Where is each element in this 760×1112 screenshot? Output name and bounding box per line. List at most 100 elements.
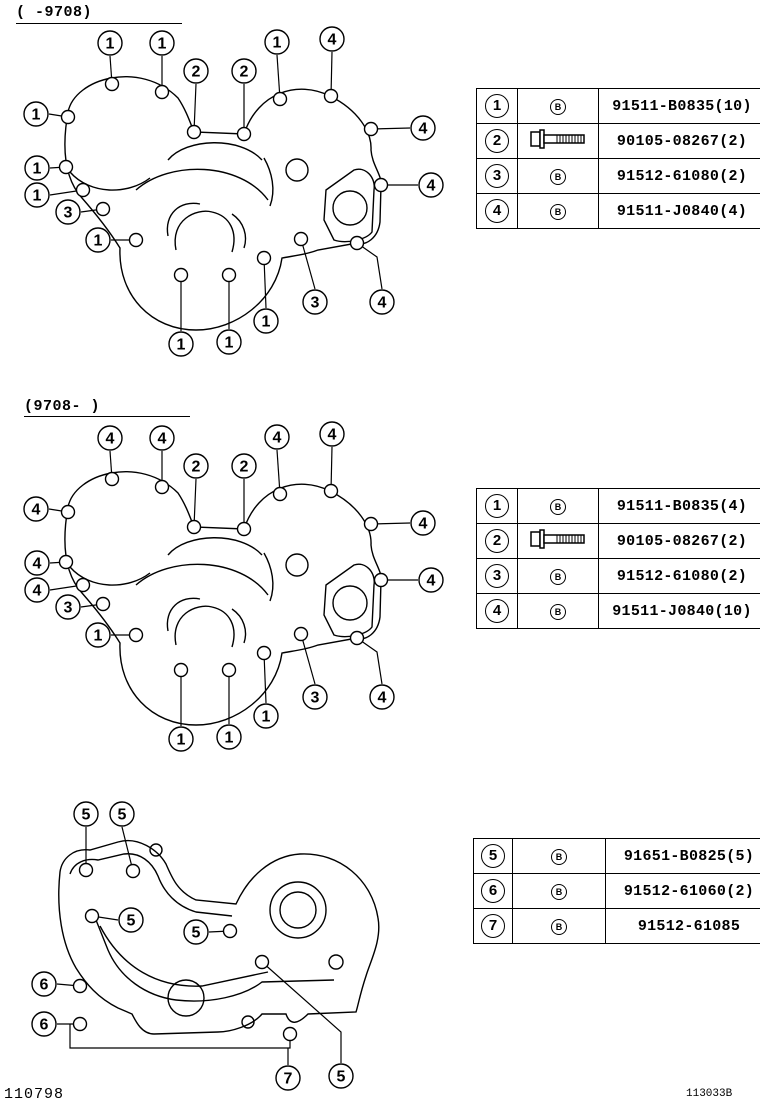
callout-number: 4 <box>149 425 175 451</box>
callout-number: 1 <box>253 308 279 334</box>
index-circle: 3 <box>485 164 509 188</box>
bolt-hole <box>282 1026 298 1042</box>
svg-text:1: 1 <box>225 335 234 352</box>
bolt-hole <box>349 630 365 646</box>
crank-opening-outer <box>166 202 201 237</box>
callout-number: 1 <box>149 30 175 56</box>
svg-text:1: 1 <box>273 35 282 52</box>
leader-line <box>330 51 333 97</box>
callout-number: 1 <box>216 724 242 750</box>
svg-text:3: 3 <box>311 690 320 707</box>
bolt-symbol-b: B <box>551 884 567 900</box>
index-circle: 4 <box>485 199 509 223</box>
crank-opening <box>174 605 235 648</box>
cover-inner-arc <box>69 171 151 191</box>
callout-number: 2 <box>183 58 209 84</box>
bolt-hole <box>363 121 379 137</box>
svg-text:5: 5 <box>337 1069 346 1086</box>
svg-text:1: 1 <box>94 628 103 645</box>
bolt-symbol-b: B <box>551 919 567 935</box>
svg-text:1: 1 <box>94 233 103 250</box>
bolt-hole <box>221 267 237 283</box>
camshaft-opening <box>269 881 327 939</box>
callout-number: 4 <box>24 550 50 576</box>
cover-rib-2 <box>263 157 274 207</box>
leader-line <box>330 446 333 492</box>
leader-line <box>263 652 267 704</box>
callout-number: 5 <box>118 907 144 933</box>
part-number: 91651-B0825(5) <box>605 838 760 874</box>
bolt-symbol-b: B <box>550 569 566 585</box>
oil-pump-bore <box>332 190 368 226</box>
leader-line <box>276 449 281 495</box>
bolt-hole <box>236 521 252 537</box>
svg-text:1: 1 <box>262 709 271 726</box>
cover-outline <box>64 76 382 331</box>
index-circle: 1 <box>485 494 509 518</box>
bolt-hole <box>272 91 288 107</box>
callout-number: 4 <box>97 425 123 451</box>
bolt-hole <box>173 267 189 283</box>
crank-opening-outer <box>166 597 201 632</box>
index-circle: 5 <box>481 844 505 868</box>
crank-opening <box>167 979 205 1017</box>
svg-text:1: 1 <box>158 36 167 53</box>
leader-line <box>300 238 316 290</box>
row-symbol-cell <box>517 123 599 159</box>
bolt-hole <box>173 662 189 678</box>
callout-number: 4 <box>369 684 395 710</box>
callout-number: 3 <box>302 684 328 710</box>
bolt-hole <box>373 572 389 588</box>
svg-text:1: 1 <box>106 36 115 53</box>
bolt-hole <box>60 504 76 520</box>
bolt-symbol-b: B <box>550 204 566 220</box>
part-number: 91511-J0840(10) <box>598 593 760 629</box>
callout-number: 1 <box>24 155 50 181</box>
bolt-hole <box>104 76 120 92</box>
bolt-symbol-b: B <box>550 99 566 115</box>
row-index-cell: 3 <box>476 558 518 594</box>
svg-text:4: 4 <box>328 32 337 49</box>
bolt-hole <box>256 645 272 661</box>
bolt-hole <box>323 88 339 104</box>
row-symbol-cell: B <box>517 88 599 124</box>
svg-text:2: 2 <box>192 459 201 476</box>
crank-housing-arc <box>135 168 269 201</box>
bolt-hole <box>95 201 111 217</box>
row-index-cell: 7 <box>473 908 513 944</box>
bolt-hole <box>75 577 91 593</box>
cover-boss <box>149 843 163 857</box>
part-number: 91511-J0840(4) <box>598 193 760 229</box>
cover-outline <box>64 471 382 726</box>
svg-text:3: 3 <box>311 295 320 312</box>
svg-text:7: 7 <box>284 1071 293 1088</box>
bolt-hole <box>254 954 270 970</box>
oil-pump-window <box>323 168 375 243</box>
bolt-hole <box>236 126 252 142</box>
svg-text:4: 4 <box>378 295 387 312</box>
cover-boss <box>241 1015 255 1029</box>
callout-number: 4 <box>369 289 395 315</box>
crank-opening <box>174 210 235 253</box>
oil-pump-window <box>323 563 375 638</box>
part-number: 91511-B0835(4) <box>598 488 760 524</box>
bolt-hole <box>349 235 365 251</box>
row-symbol-cell: B <box>517 193 599 229</box>
section-1-heading-rule <box>16 23 182 24</box>
svg-text:1: 1 <box>262 314 271 331</box>
svg-text:5: 5 <box>192 925 201 942</box>
callout-number: 5 <box>328 1063 354 1089</box>
footer-illustration-code: 113033B <box>686 1088 733 1100</box>
callout-number: 1 <box>264 29 290 55</box>
bolt-hole <box>78 862 94 878</box>
bolt-hole <box>363 516 379 532</box>
svg-text:4: 4 <box>106 431 115 448</box>
bolt-symbol-b: B <box>550 499 566 515</box>
